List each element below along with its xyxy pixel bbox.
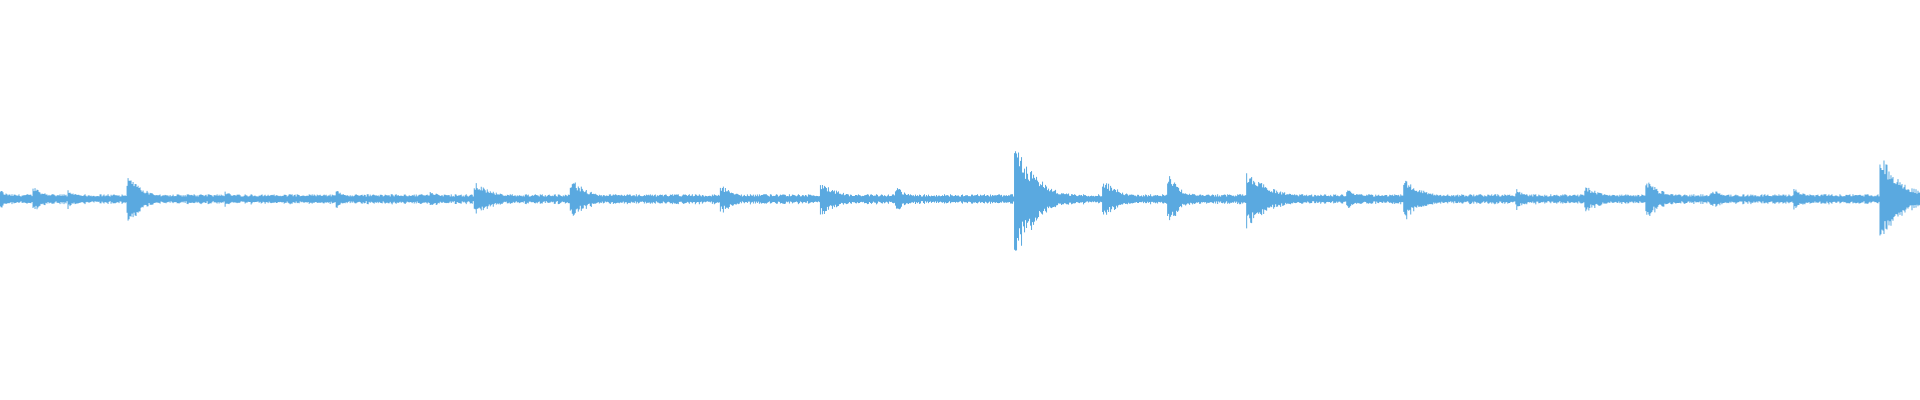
waveform-trace [0,151,1920,251]
